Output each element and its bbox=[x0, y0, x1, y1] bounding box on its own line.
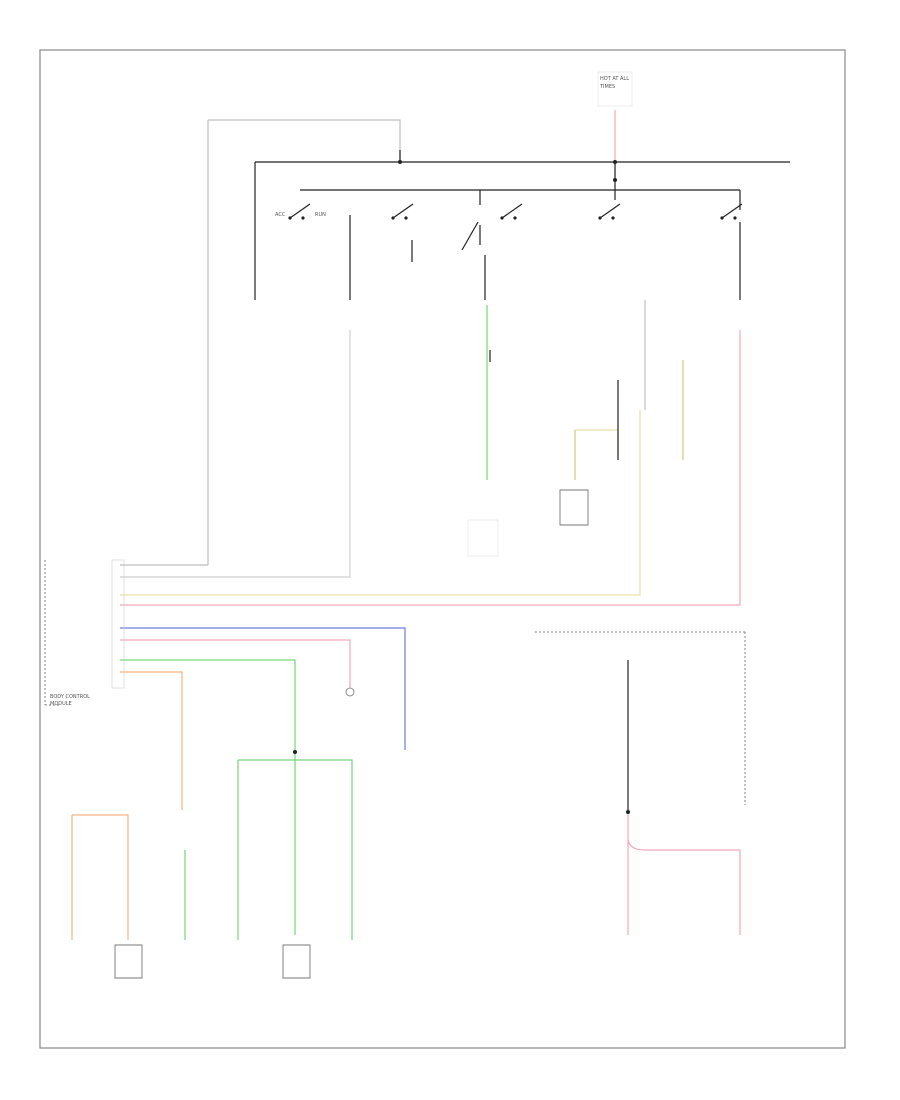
right-section bbox=[535, 631, 746, 935]
switch-contact-1: ACC RUN bbox=[275, 203, 326, 220]
center-components bbox=[559, 300, 684, 526]
green-feed bbox=[467, 305, 499, 557]
bcm-pin-box bbox=[111, 559, 125, 689]
switch-contact-2 bbox=[391, 203, 414, 220]
diagram-border bbox=[39, 49, 846, 1049]
body-control-module: BODY CONTROL MODULE bbox=[44, 330, 741, 935]
fuse-label-2: TIMES bbox=[599, 84, 615, 90]
bcm-label-2: MODULE bbox=[50, 701, 72, 707]
lower-loads bbox=[71, 687, 355, 979]
switch-contact-5 bbox=[720, 203, 743, 220]
indicator-lamp-box bbox=[467, 519, 499, 557]
bcm-label-1: BODY CONTROL bbox=[50, 694, 90, 700]
switch-1-label-b: RUN bbox=[315, 212, 326, 218]
switch-1-label-a: ACC bbox=[275, 212, 286, 218]
switch-contact-3 bbox=[461, 203, 523, 251]
fuse-block-label bbox=[597, 71, 633, 107]
switch-contact-4 bbox=[598, 203, 621, 220]
ignition-switch: ACC RUN bbox=[207, 119, 790, 565]
fuse-label-1: HOT AT ALL bbox=[600, 76, 629, 82]
